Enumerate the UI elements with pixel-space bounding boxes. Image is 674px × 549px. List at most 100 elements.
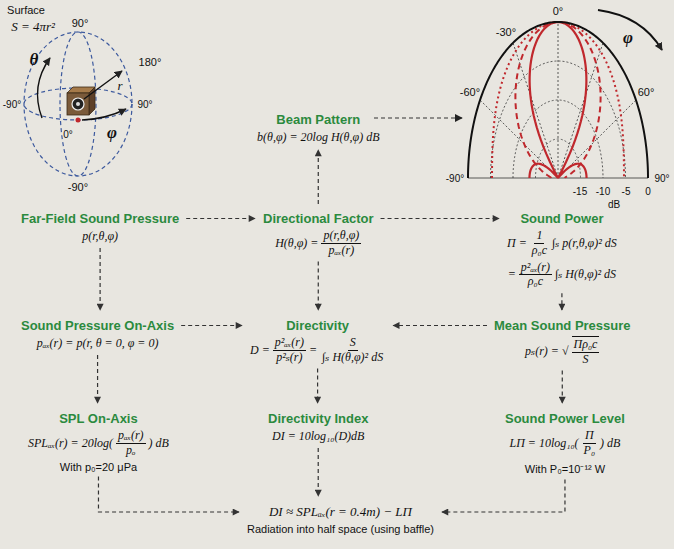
formula-group: Sound Power Level LΠ = 10log₁₀(ΠP₀) dB Wit…	[502, 407, 628, 477]
formula: S	[580, 353, 590, 367]
formula: p(r,θ,φ)	[321, 229, 361, 244]
formula-row: Sound Power Level	[505, 411, 625, 426]
node-heading: Directional Factor	[263, 211, 374, 226]
formula: ρ₀c	[526, 275, 545, 289]
formula: =	[508, 267, 516, 282]
formula-group: Mean Sound Pressure pₛ(r) =√Πρ₀cS	[491, 314, 634, 368]
formula-row: Beam Pattern	[276, 112, 360, 127]
formula: Π =	[507, 236, 527, 251]
formula: ∫ₛ p(r,θ,φ)² dS	[552, 236, 617, 251]
dashed-arrow	[561, 293, 562, 310]
formula-group: Beam Pattern b(θ,φ) = 20log H(θ,φ) dB	[254, 108, 382, 146]
figure-label: θ	[30, 50, 39, 70]
formula: pₐₓ(r)	[116, 429, 146, 444]
dashed-arrow	[381, 218, 499, 219]
figure-label: 0°	[63, 129, 73, 140]
sphere-equator	[24, 88, 132, 120]
formula: p²ₐₓ(r)	[519, 261, 552, 276]
fraction: 1ρ₀c	[530, 229, 549, 258]
loudspeaker-cube	[67, 93, 89, 115]
sphere-outline	[24, 32, 132, 176]
dashed-arrow	[98, 477, 239, 512]
figure-label: -5	[622, 186, 631, 197]
formula: DI ≈ SPLₐₓ(r = 0.4m) − LΠ	[269, 504, 412, 520]
figure-label: -90°	[68, 181, 88, 193]
node-heading: Mean Sound Pressure	[494, 318, 631, 333]
dashed-arrow	[317, 369, 318, 403]
formula-row: p(r,θ,φ)	[82, 229, 118, 244]
figure-label: 90°	[72, 17, 89, 29]
dashed-arrow	[186, 218, 255, 219]
note: With p₀=20 μPa	[60, 461, 137, 473]
node-heading: Directivity Index	[268, 411, 368, 426]
formula-row: DI = 10log₁₀(D)dB	[272, 429, 364, 444]
beam-pattern-curve	[515, 22, 600, 178]
formula-group: DI ≈ SPLₐₓ(r = 0.4m) − LΠ Radiation into …	[244, 500, 437, 536]
dashed-arrow	[318, 262, 319, 310]
formula: ) dB	[149, 436, 169, 451]
formula-row: DI ≈ SPLₐₓ(r = 0.4m) − LΠ	[269, 504, 412, 520]
formula: p(r,θ,φ)	[82, 229, 118, 244]
formula-row: =p²ₐₓ(r)ρ₀c∫ₛ H(θ,φ)² dS	[508, 261, 616, 290]
formula-row: LΠ = 10log₁₀(ΠP₀) dB	[509, 429, 620, 458]
polar-ring	[513, 100, 603, 178]
formula-group: DirectivityD =p²ₐₓ(r)p²ₛ(r)=S∫ₛ H(θ,φ)² …	[247, 314, 388, 366]
formula-row: pₐₓ(r) = p(r, θ = 0, φ = 0)	[37, 336, 159, 351]
formula-row: Far-Field Sound Pressure	[21, 211, 179, 226]
formula: ) dB	[600, 436, 620, 451]
formula-row: b(θ,φ) = 20log H(θ,φ) dB	[257, 130, 379, 145]
formula: 1	[534, 229, 544, 244]
dashed-arrow	[181, 325, 242, 326]
speaker-dust-cap	[76, 102, 80, 106]
fraction: ΠP₀	[582, 429, 598, 458]
dashed-arrow	[562, 371, 563, 403]
formula-row: Radiation into half space (using baffle)	[247, 523, 434, 535]
formula-group: Far-Field Sound Pressure p(r,θ,φ)	[18, 207, 182, 245]
formula: P₀	[582, 444, 598, 458]
dashed-arrow	[318, 150, 319, 204]
dashed-arrow	[100, 248, 101, 310]
figure-label: φ	[107, 123, 117, 143]
radius-arrow	[84, 71, 122, 99]
sphere-figure	[24, 32, 132, 176]
formula: SPLₐₓ(r) = 20log(	[28, 436, 113, 451]
formula-group: Sound PowerΠ =1ρ₀c∫ₛ p(r,θ,φ)² dS=p²ₐₓ(r…	[504, 207, 620, 290]
formula: pₒ	[124, 444, 137, 458]
node-heading: Sound Power	[520, 211, 603, 226]
dashed-arrow	[318, 448, 319, 496]
formula: p²ₐₓ(r)	[273, 336, 306, 351]
fraction: pₐₓ(r)pₒ	[116, 429, 146, 458]
node-heading: Sound Power Level	[505, 411, 625, 426]
phi-sweep-arrow	[598, 10, 662, 50]
polar-spoke	[558, 22, 559, 178]
formula: pₐₓ(r)	[327, 244, 357, 258]
polar-spoke	[513, 43, 558, 178]
beam-pattern-pointer	[374, 117, 462, 118]
figure-label: 90°	[137, 99, 152, 110]
origin-dot	[76, 118, 81, 123]
dashed-arrow	[97, 355, 98, 403]
figure-label: -60°	[460, 86, 480, 98]
formula: √	[562, 344, 569, 359]
fraction: p(r,θ,φ)pₐₓ(r)	[321, 229, 361, 258]
fraction: p²ₐₓ(r)ρ₀c	[519, 261, 552, 290]
figure-label: 60°	[638, 86, 655, 98]
formula-row: Sound Pressure On-Axis	[21, 318, 174, 333]
formula-group: SPL On-AxisSPLₐₓ(r) = 20log(pₐₓ(r)pₒ) dB…	[25, 407, 172, 474]
beam-pattern-curve	[529, 22, 586, 178]
formula-row: Π =1ρ₀c∫ₛ p(r,θ,φ)² dS	[507, 229, 617, 258]
formula-row: pₛ(r) =√Πρ₀cS	[525, 336, 599, 367]
dashed-arrow	[393, 325, 487, 326]
formula: pₛ(r) =	[525, 344, 559, 359]
formula-row: With P₀=10⁻¹² W	[525, 461, 605, 476]
fraction: Πρ₀cS	[572, 336, 600, 367]
polar-outer-ring	[468, 22, 648, 178]
formula-group: Directivity Index DI = 10log₁₀(D)dB	[265, 407, 371, 445]
note: Radiation into half space (using baffle)	[247, 523, 434, 535]
formula-row: Mean Sound Pressure	[494, 318, 631, 333]
speaker-cone	[72, 98, 84, 110]
figure-label: 90°	[654, 173, 669, 184]
figure-label: 0°	[553, 5, 564, 17]
formula-row: SPLₐₓ(r) = 20log(pₐₓ(r)pₒ) dB	[28, 429, 169, 458]
